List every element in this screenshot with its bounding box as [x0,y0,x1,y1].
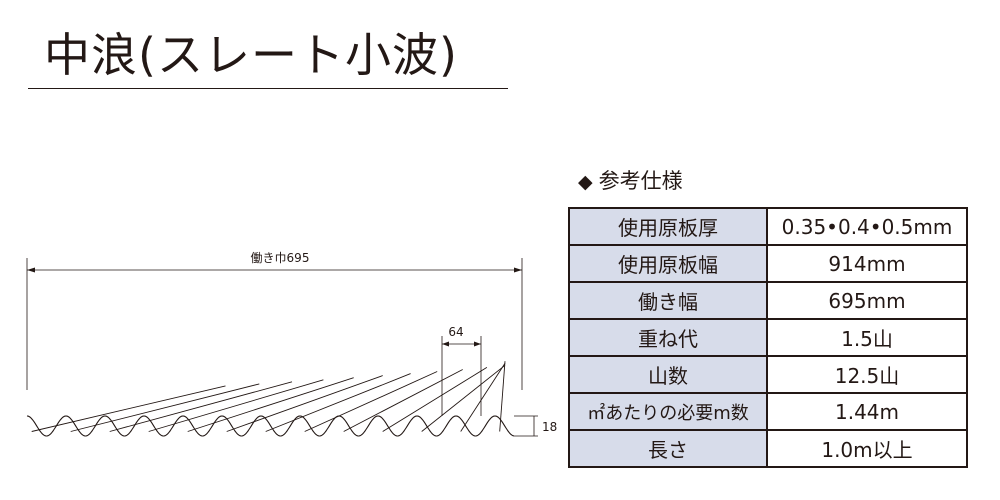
spec-key: 山数 [568,355,768,394]
spec-heading-text: 参考仕様 [598,169,683,193]
sheet-ridge-line [70,383,260,432]
page-title: 中浪(スレート小波) [44,28,458,82]
sheet-ridge-line [304,371,438,432]
spec-key: 使用原板幅 [568,244,768,283]
table-row: 働き幅 695mm [568,281,968,320]
table-row: 山数 12.5山 [568,355,968,394]
working-width-label: 働き巾695 [251,251,310,265]
table-row: ㎡あたりの必要m数 1.44m [568,392,968,431]
table-row: 長さ 1.0m以上 [568,429,968,468]
spec-value: 695mm [766,281,968,320]
spec-value: 1.5山 [766,318,968,357]
sheet-ridge-line [148,379,324,432]
pitch-arrow-right [474,341,481,347]
spec-key: 使用原板厚 [568,207,768,246]
pitch-dimension: 64 [441,325,482,416]
sheet-ridge-line [421,364,506,432]
sheet-ridge-line [265,373,411,432]
sheet-ridge-line [343,369,463,432]
height-dimension: 18 [514,415,557,437]
spec-key: 働き幅 [568,281,768,320]
sheet-profile-wave [26,415,515,437]
working-width-dimension: 働き巾695 [26,251,523,390]
spec-key: 長さ [568,429,768,468]
spec-value: 1.0m以上 [766,429,968,468]
spec-key: 重ね代 [568,318,768,357]
table-row: 使用原板幅 914mm [568,244,968,283]
diamond-bullet-icon: ◆ [578,171,593,193]
sheet-ridge-line [187,377,354,432]
spec-table: 使用原板厚 0.35•0.4•0.5mm 使用原板幅 914mm 働き幅 695… [568,207,968,468]
sheet-ridge-line [382,367,488,432]
spec-value: 1.44m [766,392,968,431]
table-row: 使用原板厚 0.35•0.4•0.5mm [568,207,968,246]
sheet-ridge-line [460,363,506,432]
working-width-arrow-right [514,267,522,273]
spec-value: 914mm [766,244,968,283]
working-width-arrow-left [27,267,35,273]
title-underline [28,88,508,89]
spec-heading: ◆参考仕様 [578,166,683,196]
spec-key: ㎡あたりの必要m数 [568,392,768,431]
pitch-label: 64 [448,325,463,339]
sheet-ridge-line [31,385,226,432]
corrugated-sheet-drawing: 働き巾695 64 18 [26,251,557,437]
sheet-ridge-lines [31,361,506,432]
pitch-arrow-left [442,341,449,347]
spec-value: 12.5山 [766,355,968,394]
spec-value: 0.35•0.4•0.5mm [766,207,968,246]
table-row: 重ね代 1.5山 [568,318,968,357]
height-label: 18 [542,420,557,434]
sheet-ridge-line [499,361,506,432]
sheet-ridge-line [109,381,293,432]
sheet-ridge-line [226,375,383,432]
